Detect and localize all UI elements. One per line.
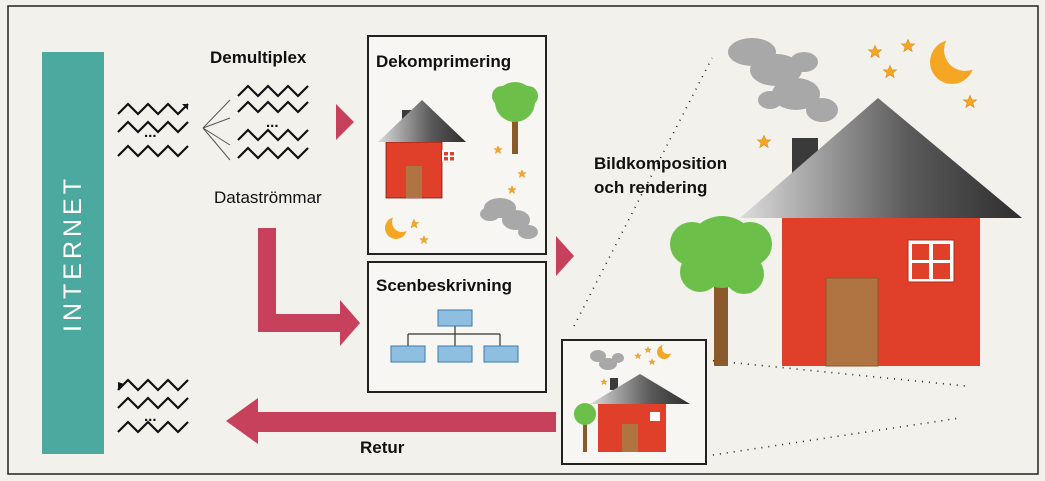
large-smoke-icon: [728, 38, 838, 122]
retur-label: Retur: [360, 438, 405, 457]
scene-graph-icon: [390, 309, 519, 363]
dekomprimering-house-icon: [378, 100, 466, 199]
scenbeskrivning-label: Scenbeskrivning: [376, 276, 513, 295]
internet-label-wrap: INTERNET: [42, 52, 104, 454]
incoming-ellipsis: ...: [144, 124, 157, 141]
arrow-to-dekomprimering: [336, 104, 354, 140]
scenbeskrivning-box: [367, 261, 547, 393]
incoming-data-waves: [117, 102, 189, 158]
datastrommar-label: Dataströmmar: [214, 188, 322, 207]
demux-ellipsis: ...: [266, 114, 279, 131]
large-tree-icon: [670, 216, 772, 366]
projection-dotted-lines: [573, 57, 967, 457]
dekomprimering-smoke-icon: [480, 198, 538, 239]
arrow-to-composition: [556, 236, 574, 276]
demux-data-waves: [237, 84, 309, 160]
dekomprimering-tree-icon: [492, 82, 538, 154]
internet-bar: [42, 52, 104, 454]
bildkomposition-label-line2: och rendering: [594, 178, 708, 197]
outgoing-ellipsis: ...: [144, 408, 157, 425]
internet-label: INTERNET: [58, 174, 87, 332]
bildkomposition-label-line1: Bildkomposition: [594, 154, 728, 173]
dekomprimering-label: Dekomprimering: [376, 52, 512, 71]
large-house-icon: [740, 98, 1022, 367]
retur-arrow: [226, 398, 556, 444]
thumbnail-scene-icon: [574, 342, 690, 452]
outer-frame: [7, 5, 1039, 475]
dekomprimering-moon-icon: [385, 212, 412, 239]
outgoing-data-waves: [117, 378, 189, 434]
demultiplex-label: Demultiplex: [210, 48, 307, 67]
demux-fan-arrows: [202, 99, 231, 161]
large-moon-icon: [930, 29, 986, 84]
arrow-to-scenbeskrivning: [258, 228, 360, 346]
